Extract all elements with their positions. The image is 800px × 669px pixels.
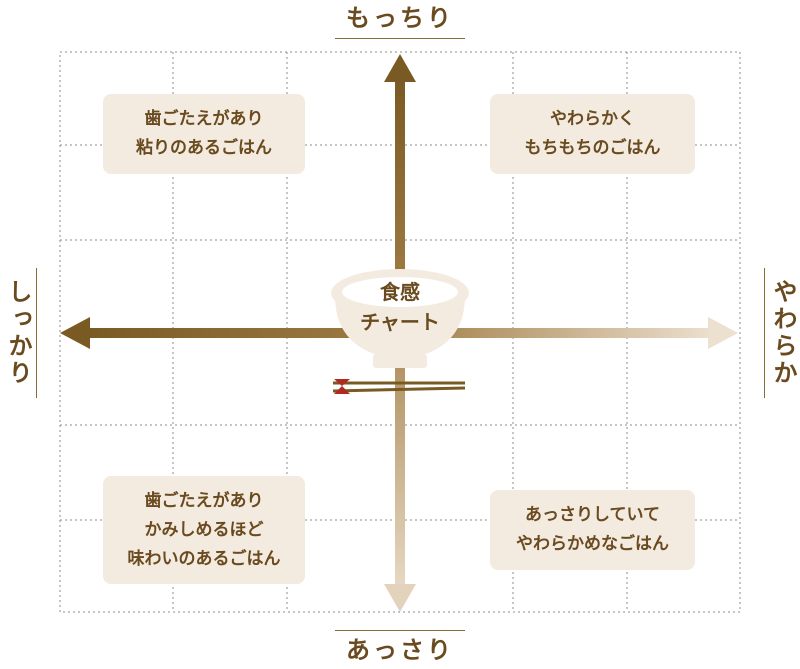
axis-label-right: やわらか [764, 268, 800, 398]
chopsticks-icon [332, 379, 466, 394]
quadrant-text-line: 歯ごたえがあり [144, 490, 264, 511]
quadrant-bottom-right: あっさりしていて やわらかめなごはん [490, 490, 695, 570]
axis-label-top: もっちり [335, 0, 465, 39]
axis-label-left: しっかり [0, 268, 37, 398]
axis-label-bottom: あっさり [335, 630, 465, 669]
quadrant-text-line: 歯ごたえがあり [144, 109, 264, 129]
quadrant-text-line: あっさりしていて [525, 505, 660, 525]
center-label-line1: 食感 [380, 280, 420, 304]
quadrant-top-right: やわらかく もちもちのごはん [490, 94, 695, 174]
center-label: 食感 チャート [330, 277, 470, 337]
rice-bowl-icon [331, 269, 469, 368]
quadrant-text-line: やわらかめなごはん [516, 534, 669, 554]
quadrant-text-line: もちもちのごはん [524, 138, 661, 158]
quadrant-top-left: 歯ごたえがあり 粘りのあるごはん [103, 94, 305, 174]
quadrant-bottom-left: 歯ごたえがあり かみしめるほど 味わいのあるごはん [103, 476, 305, 584]
quadrant-text-line: かみしめるほど [144, 519, 264, 540]
quadrant-text-line: 粘りのあるごはん [136, 138, 272, 158]
center-label-line2: チャート [360, 310, 440, 334]
quadrant-text-line: やわらかく [550, 109, 635, 129]
quadrant-text-line: 味わいのあるごはん [127, 548, 281, 569]
